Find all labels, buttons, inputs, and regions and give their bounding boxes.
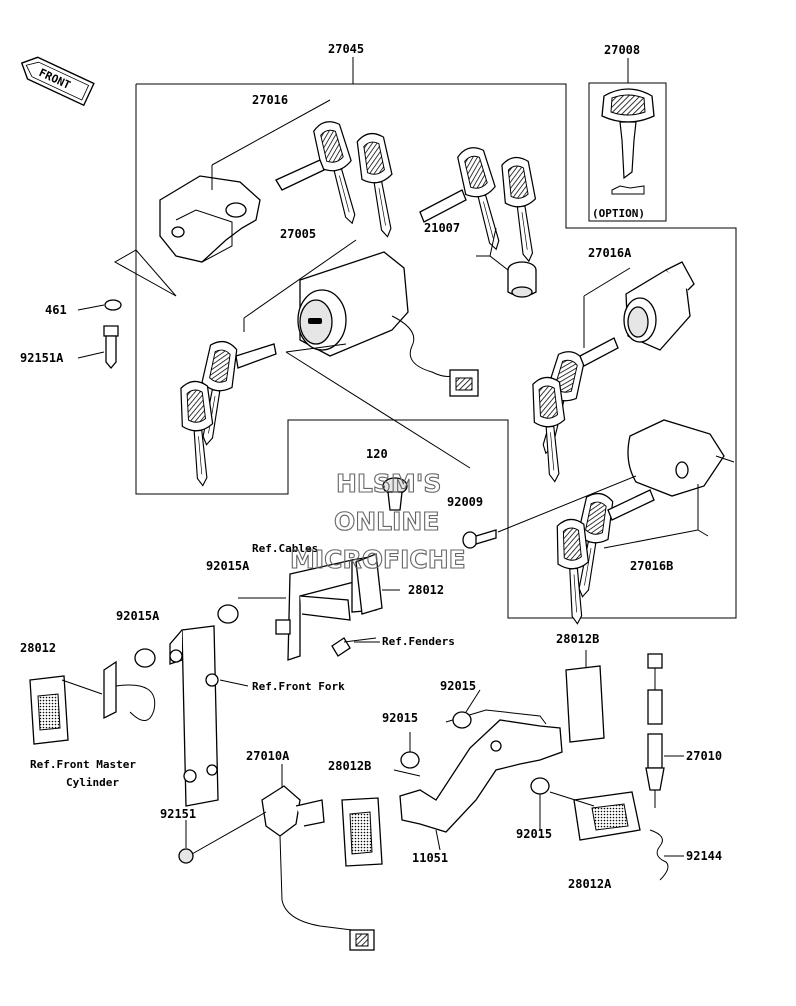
key-blade-27016B — [607, 489, 655, 521]
leader-11051 — [435, 829, 441, 851]
watermark-line2: ONLINE — [334, 507, 439, 536]
label-ref-front-fork: Ref.Front Fork — [252, 680, 345, 693]
leader-92009 — [497, 475, 637, 533]
cap-21007-icon — [507, 261, 537, 298]
ignition-switch-27005 — [297, 251, 479, 397]
pad-28012-1 — [355, 553, 383, 615]
leader-27005 — [243, 239, 357, 332]
label-27016: 27016 — [252, 93, 288, 107]
key-blade-27016A — [579, 337, 619, 367]
switch-27010 — [645, 653, 665, 808]
leader-ref-front-fork — [219, 679, 249, 687]
label-28012B-2: 28012B — [328, 759, 371, 773]
label-92144: 92144 — [686, 849, 722, 863]
label-92015A-1: 92015A — [206, 559, 250, 573]
label-92151: 92151 — [160, 807, 196, 821]
nut-92015-2 — [400, 751, 420, 769]
leader-27016B — [603, 484, 709, 549]
label-92009: 92009 — [447, 495, 483, 509]
spring-92144 — [649, 829, 669, 881]
option-key-icon — [601, 88, 655, 195]
label-28012B-1: 28012B — [556, 632, 599, 646]
front-fork-tube — [169, 625, 219, 807]
label-ref-master-2: Cylinder — [66, 776, 119, 789]
watermark-line1: HLSM'S — [336, 469, 441, 498]
pad-28012B-1 — [565, 665, 605, 743]
key-blade-21007 — [419, 189, 467, 223]
key-blade-27005 — [235, 343, 277, 369]
label-120: 120 — [366, 447, 388, 461]
label-ref-fenders: Ref.Fenders — [382, 635, 455, 648]
label-92151A: 92151A — [20, 351, 64, 365]
leader-27016A — [583, 267, 631, 348]
leader-28012B-2 — [393, 769, 421, 777]
pad-28012A — [573, 791, 641, 841]
key-21007-2 — [498, 154, 545, 264]
nut-92015-3 — [530, 777, 550, 795]
label-27010: 27010 — [686, 749, 722, 763]
lock-27016A — [623, 261, 695, 351]
label-92015-3: 92015 — [516, 827, 552, 841]
label-21007: 21007 — [424, 221, 460, 235]
label-27016B: 27016B — [630, 559, 673, 573]
key-blade-27016 — [275, 159, 325, 191]
label-27045: 27045 — [328, 42, 364, 56]
key-27016-2 — [353, 130, 404, 240]
label-27016A: 27016A — [588, 246, 632, 260]
bolt-92151 — [178, 811, 267, 864]
bolt-92151A — [103, 325, 119, 370]
label-27005: 27005 — [280, 227, 316, 241]
label-ref-master-1: Ref.Front Master — [30, 758, 136, 771]
leader-92151A — [77, 351, 105, 359]
leader-92015-1 — [465, 689, 481, 713]
leader-27005-b — [285, 343, 471, 469]
washer-461 — [104, 299, 122, 311]
bolt-120 — [382, 477, 408, 511]
pad-28012-2 — [29, 675, 69, 745]
assembly-outline-27045 — [113, 83, 737, 619]
label-27010A: 27010A — [246, 749, 290, 763]
nut-92015A-1 — [217, 604, 239, 624]
lower-bracket-11051 — [399, 709, 563, 833]
label-ref-cables: Ref.Cables — [252, 542, 318, 555]
nut-92015-1 — [452, 711, 472, 729]
leader-21007 — [476, 227, 509, 271]
hose-clamp — [103, 660, 156, 721]
screw-92009 — [462, 529, 497, 549]
lock-27016B — [627, 419, 735, 497]
lock-housing-27016 — [159, 175, 261, 263]
label-27008: 27008 — [604, 43, 640, 57]
nut-92015A-2 — [134, 648, 156, 668]
leader-28012A — [549, 791, 595, 807]
label-option: (OPTION) — [592, 207, 645, 220]
label-92015-2: 92015 — [382, 711, 418, 725]
label-28012-2: 28012 — [20, 641, 56, 655]
label-461: 461 — [45, 303, 67, 317]
switch-27010A — [261, 785, 375, 951]
label-28012A: 28012A — [568, 877, 612, 891]
label-11051: 11051 — [412, 851, 448, 865]
label-28012-1: 28012 — [408, 583, 444, 597]
watermark-line3: MICROFICHE — [290, 545, 466, 574]
leader-28012-left — [61, 679, 103, 695]
bolt-ref-fenders — [331, 637, 377, 657]
leader-27016-a — [211, 99, 331, 166]
front-arrow-icon: FRONT — [20, 56, 95, 107]
pad-28012B-2 — [341, 797, 383, 867]
label-92015A-2: 92015A — [116, 609, 160, 623]
leader-461 — [77, 304, 105, 311]
label-92015-1: 92015 — [440, 679, 476, 693]
